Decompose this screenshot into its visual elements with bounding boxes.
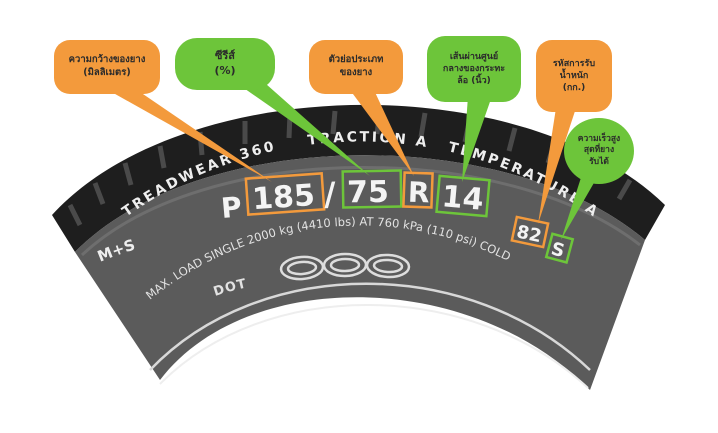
callout-speed: ความเร็วสูงสุดที่ยางรับได้ — [564, 118, 634, 184]
slash: / — [323, 175, 336, 213]
callout-load-line1: รหัสการรับ — [552, 58, 596, 69]
rim-box — [435, 174, 491, 218]
callout-pointers — [108, 84, 606, 240]
callout-construction-line1: ตัวย่อประเภท — [328, 54, 384, 66]
callout-width-line2: (มิลลิเมตร) — [83, 67, 131, 78]
callout-ratio: ซีรีส์(%) — [175, 38, 275, 90]
ratio-value: 75 — [347, 175, 389, 211]
load-index-value: 82 — [515, 221, 544, 247]
width-value: 185 — [251, 178, 316, 217]
width-box — [244, 172, 326, 216]
pointer-ratio — [238, 84, 370, 176]
pointer-width — [108, 90, 272, 182]
rim-value: 14 — [440, 179, 485, 218]
callout-load: รหัสการรับน้ำหนัก (กก.) — [536, 40, 612, 112]
dot-code-ovals — [279, 252, 411, 281]
prefix-p: P — [220, 190, 243, 225]
callout-width-line1: ความกว้างของยาง — [68, 54, 146, 66]
callout-rim: เส้นผ่านศูนย์กลางของกระทะล้อ (นิ้ว) — [427, 36, 521, 102]
callout-rim-line1: เส้นผ่านศูนย์ — [449, 51, 499, 62]
callout-speed-line2: สุดที่ยาง — [583, 145, 615, 156]
dot-oval-3 — [365, 253, 411, 279]
bead-ring — [149, 282, 591, 371]
size-code: P 185 / 75 R 14 82 S — [220, 169, 575, 264]
callout-rim-line2: กลางของกระทะ — [442, 63, 506, 74]
construction-box — [402, 171, 434, 209]
ratio-box — [341, 169, 403, 209]
rim-inner — [159, 304, 589, 389]
callout-rim-line3: ล้อ (นิ้ว) — [457, 76, 491, 87]
callout-construction: ตัวย่อประเภทของยาง — [309, 40, 403, 94]
callout-width: ความกว้างของยาง(มิลลิเมตร) — [54, 40, 160, 94]
callout-construction-line2: ของยาง — [339, 67, 373, 78]
callout-ratio-line2: (%) — [214, 64, 236, 77]
speed-rating-value: S — [549, 238, 567, 262]
callout-ratio-line1: ซีรีส์ — [214, 49, 236, 63]
construction-value: R — [407, 176, 430, 210]
callout-speed-line3: รับได้ — [589, 156, 609, 167]
callout-speed-line1: ความเร็วสูง — [577, 133, 621, 144]
load-index-box — [510, 215, 550, 249]
callout-load-line2: น้ำหนัก — [559, 70, 589, 81]
callout-load-line3: (กก.) — [562, 83, 586, 94]
pointer-construction — [350, 90, 414, 176]
pointer-rim — [462, 96, 492, 182]
